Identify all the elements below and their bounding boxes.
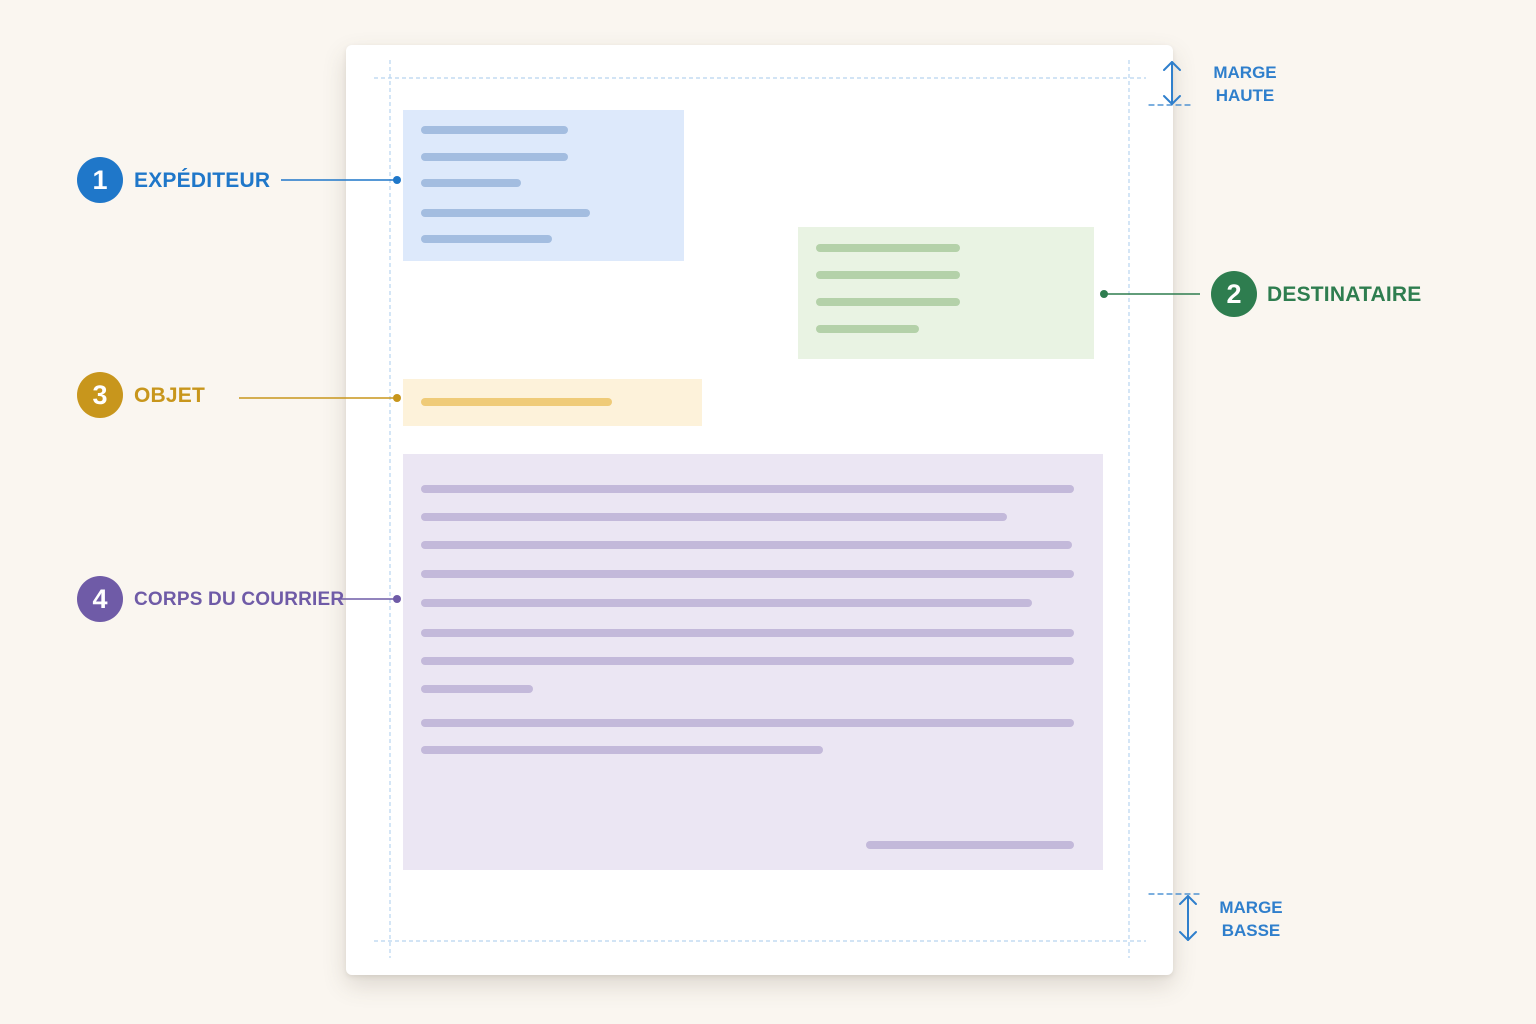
text-line xyxy=(816,298,960,306)
body-block xyxy=(403,454,1103,870)
text-line xyxy=(421,513,1007,521)
badge-2: 2 xyxy=(1211,271,1257,317)
top-margin-label-line1: MARGE xyxy=(1213,63,1277,82)
text-line xyxy=(421,153,568,161)
bottom-margin-label-line1: MARGE xyxy=(1219,898,1283,917)
badge-4: 4 xyxy=(77,576,123,622)
text-line xyxy=(421,179,521,187)
label-recipient: DESTINATAIRE xyxy=(1267,283,1422,306)
top-margin-label-line2: HAUTE xyxy=(1215,86,1275,105)
text-line xyxy=(421,570,1074,578)
top-margin-label: MARGE HAUTE xyxy=(1205,61,1285,107)
label-sender: EXPÉDITEUR xyxy=(134,169,271,192)
label-body: CORPS DU COURRIER xyxy=(134,589,345,610)
signature-line xyxy=(866,841,1074,849)
text-line xyxy=(421,657,1074,665)
text-line xyxy=(421,541,1072,549)
badge-1: 1 xyxy=(77,157,123,203)
text-line xyxy=(421,629,1074,637)
text-line xyxy=(816,244,960,252)
bottom-margin-label: MARGE BASSE xyxy=(1211,896,1291,942)
sender-block xyxy=(403,110,684,261)
badge-3: 3 xyxy=(77,372,123,418)
text-line xyxy=(816,325,919,333)
subject-block xyxy=(403,379,702,426)
label-subject: OBJET xyxy=(134,384,206,407)
text-line xyxy=(421,485,1074,493)
text-line xyxy=(421,209,590,217)
text-line xyxy=(421,746,823,754)
text-line xyxy=(421,235,552,243)
text-line xyxy=(421,719,1074,727)
text-line xyxy=(421,126,568,134)
text-line xyxy=(421,599,1032,607)
text-line xyxy=(421,398,612,406)
recipient-block xyxy=(798,227,1094,359)
bottom-margin-label-line2: BASSE xyxy=(1221,921,1281,940)
text-line xyxy=(816,271,960,279)
text-line xyxy=(421,685,533,693)
